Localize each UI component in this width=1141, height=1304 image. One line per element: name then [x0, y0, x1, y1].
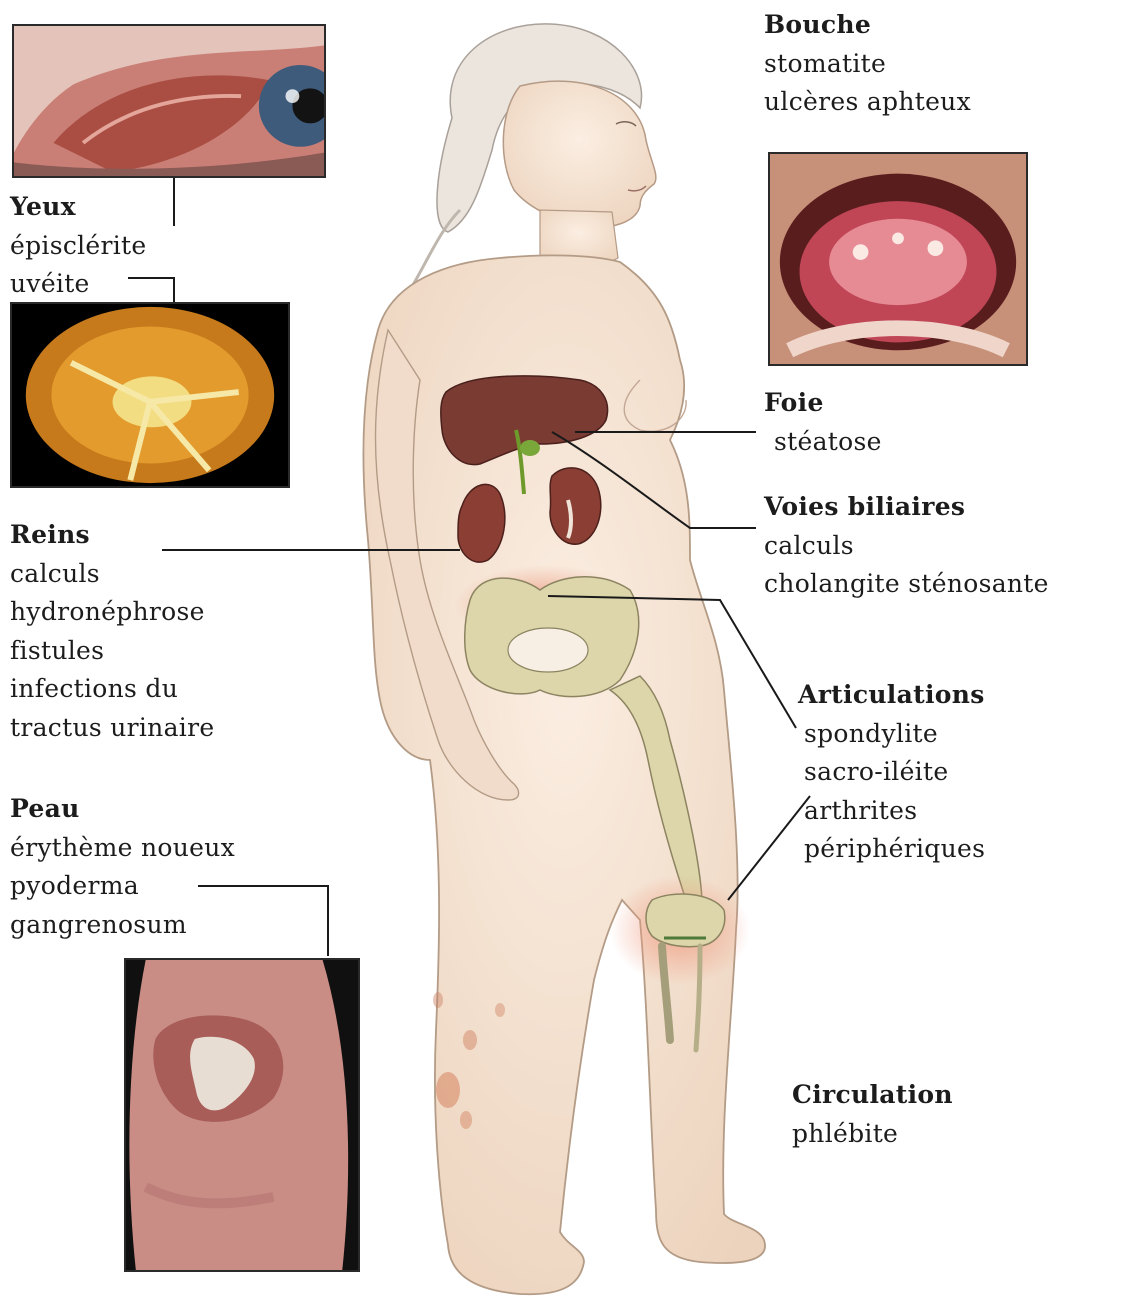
- label-group-peau: Peau érythème noueux pyoderma gangrenosu…: [10, 790, 235, 944]
- group-title: Circulation: [792, 1076, 953, 1115]
- group-item: périphériques: [798, 830, 985, 869]
- label-group-foie: Foie stéatose: [764, 384, 882, 461]
- group-item: érythème noueux: [10, 829, 235, 868]
- group-item: sacro-iléite: [798, 753, 985, 792]
- eye-episcleritis-photo: [12, 24, 326, 178]
- group-title: Articulations: [798, 676, 985, 715]
- label-group-reins: Reins calculs hydronéphrose fistules inf…: [10, 516, 214, 747]
- group-item: cholangite sténosante: [764, 565, 1049, 604]
- group-item: ulcères aphteux: [764, 83, 971, 122]
- group-item: stéatose: [764, 423, 882, 462]
- group-item: tractus urinaire: [10, 709, 214, 748]
- group-item: fistules: [10, 632, 214, 671]
- skin-pyoderma-photo: [124, 958, 360, 1272]
- group-item: infections du: [10, 670, 214, 709]
- group-item: phlébite: [792, 1115, 953, 1154]
- head: [503, 81, 656, 227]
- group-item: épisclérite: [10, 227, 147, 266]
- group-item: pyoderma: [10, 867, 235, 906]
- group-item: stomatite: [764, 45, 971, 84]
- mouth-aphthous-ulcers-photo: [768, 152, 1028, 366]
- group-item: uvéite: [10, 265, 147, 304]
- group-title: Reins: [10, 516, 214, 555]
- label-group-voies-biliaires: Voies biliaires calculs cholangite sténo…: [764, 488, 1049, 604]
- group-title: Foie: [764, 384, 882, 423]
- group-item: hydronéphrose: [10, 593, 214, 632]
- group-item: spondylite: [798, 715, 985, 754]
- group-item: calculs: [10, 555, 214, 594]
- group-item: gangrenosum: [10, 906, 235, 945]
- group-title: Yeux: [10, 188, 147, 227]
- kidney-right: [550, 468, 601, 544]
- label-group-yeux: Yeux épisclérite uvéite: [10, 188, 147, 304]
- label-group-bouche: Bouche stomatite ulcères aphteux: [764, 6, 971, 122]
- group-item: calculs: [764, 527, 1049, 566]
- group-title: Peau: [10, 790, 235, 829]
- group-item: arthrites: [798, 792, 985, 831]
- group-title: Bouche: [764, 6, 971, 45]
- label-group-articulations: Articulations spondylite sacro-iléite ar…: [798, 676, 985, 869]
- label-group-circulation: Circulation phlébite: [792, 1076, 953, 1153]
- fundus-uveitis-photo: [10, 302, 290, 488]
- group-title: Voies biliaires: [764, 488, 1049, 527]
